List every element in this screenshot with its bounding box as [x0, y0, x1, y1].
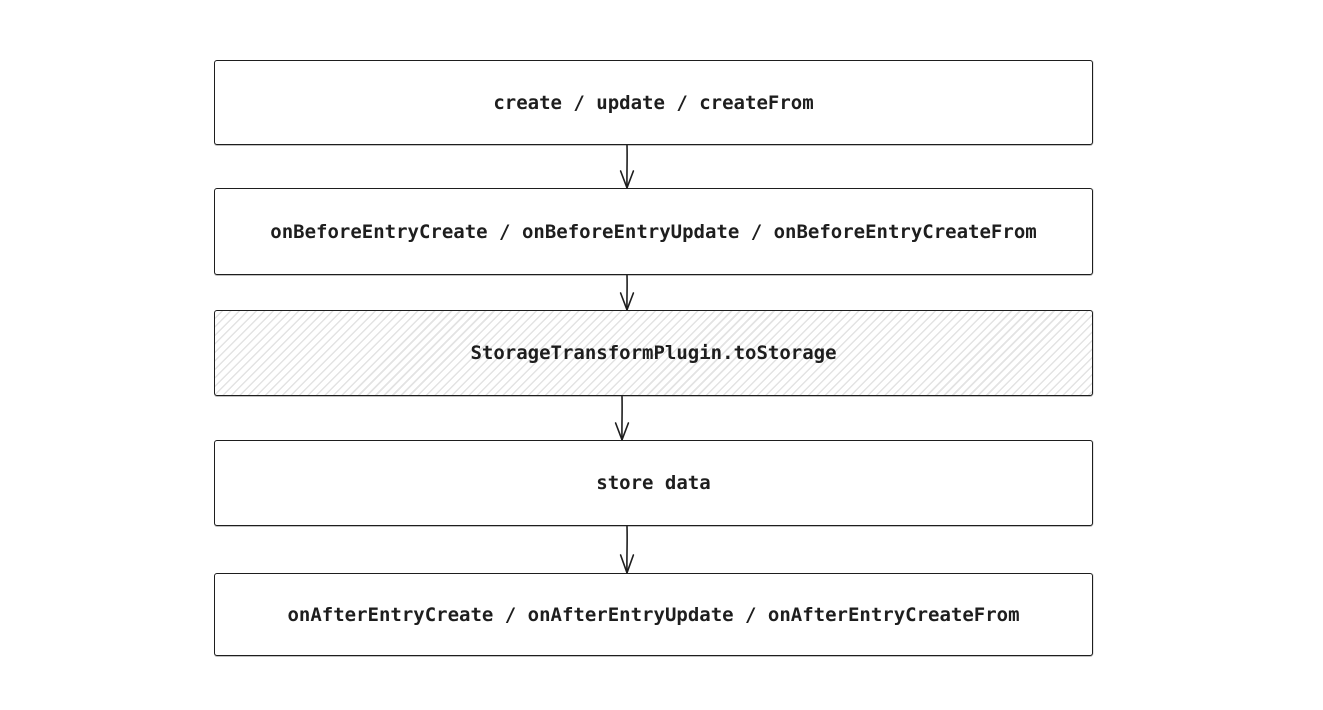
- arrow-down-icon: [614, 396, 630, 441]
- flow-node-label: onBeforeEntryCreate / onBeforeEntryUpdat…: [270, 220, 1037, 243]
- flow-node-store-data: store data: [214, 440, 1093, 526]
- arrow-down-connector-1: [617, 145, 637, 189]
- flow-node-label: store data: [596, 472, 711, 494]
- arrow-down-connector-2: [617, 275, 637, 311]
- arrow-down-icon: [619, 275, 635, 311]
- flow-node-label: create / update / createFrom: [493, 91, 814, 114]
- arrow-down-connector-3: [612, 396, 632, 441]
- arrow-down-connector-4: [617, 526, 637, 574]
- flow-node-storage-transform: StorageTransformPlugin.toStorage: [214, 310, 1093, 396]
- flow-node-after-hooks: onAfterEntryCreate / onAfterEntryUpdate …: [214, 573, 1093, 656]
- flow-node-before-hooks: onBeforeEntryCreate / onBeforeEntryUpdat…: [214, 188, 1093, 275]
- flow-node-label: StorageTransformPlugin.toStorage: [470, 342, 837, 364]
- flow-node-entry-operations: create / update / createFrom: [214, 60, 1093, 145]
- arrow-down-icon: [619, 526, 635, 574]
- arrow-down-icon: [619, 145, 635, 189]
- flow-node-label: onAfterEntryCreate / onAfterEntryUpdate …: [287, 603, 1020, 626]
